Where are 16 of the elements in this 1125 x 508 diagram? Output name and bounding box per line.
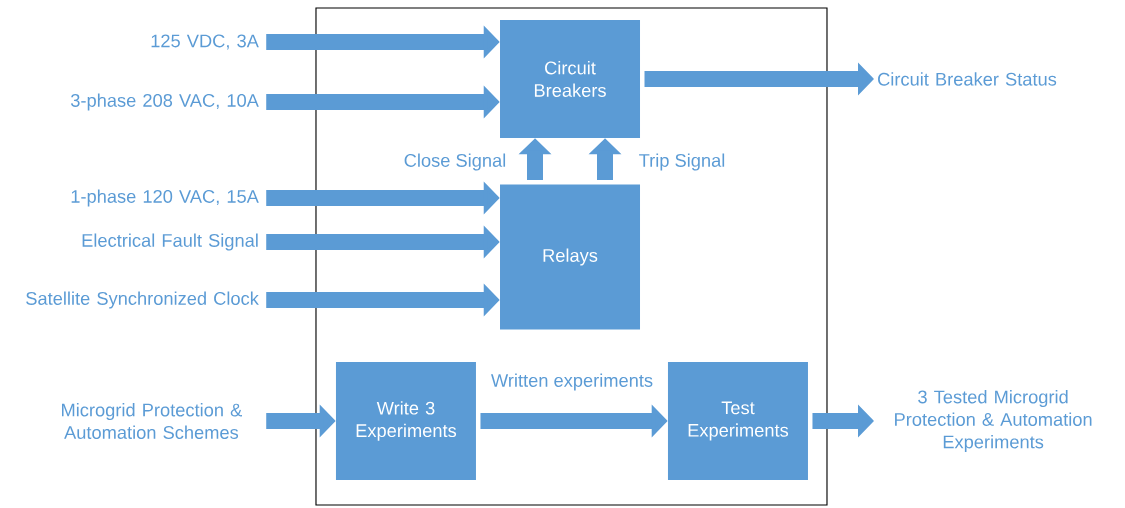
input-label: Satellite Synchronized Clock bbox=[26, 291, 259, 309]
output-label: 3 Tested Microgrid Protection & Automation Experiments bbox=[895, 390, 1092, 452]
input-label: Microgrid Protection & Automation Schemes bbox=[62, 403, 242, 439]
input-label: 125 VDC, 3A bbox=[151, 34, 259, 50]
process-box: Relays bbox=[500, 184, 640, 330]
input-label: Electrical Fault Signal bbox=[82, 233, 258, 251]
frame-box bbox=[315, 7, 828, 506]
input-label: 1-phase 120 VAC, 15A bbox=[71, 189, 259, 207]
edge-label: Trip Signal bbox=[637, 152, 727, 172]
process-box: Test Experiments bbox=[667, 361, 808, 480]
process-box: Write 3 Experiments bbox=[335, 361, 476, 480]
edge-label: Close Signal bbox=[402, 152, 508, 172]
edge-label: Written experiments bbox=[489, 372, 655, 392]
output-label: Circuit Breaker Status bbox=[878, 72, 1057, 86]
input-label: 3-phase 208 VAC, 10A bbox=[71, 93, 259, 111]
process-box: Circuit Breakers bbox=[500, 19, 640, 138]
